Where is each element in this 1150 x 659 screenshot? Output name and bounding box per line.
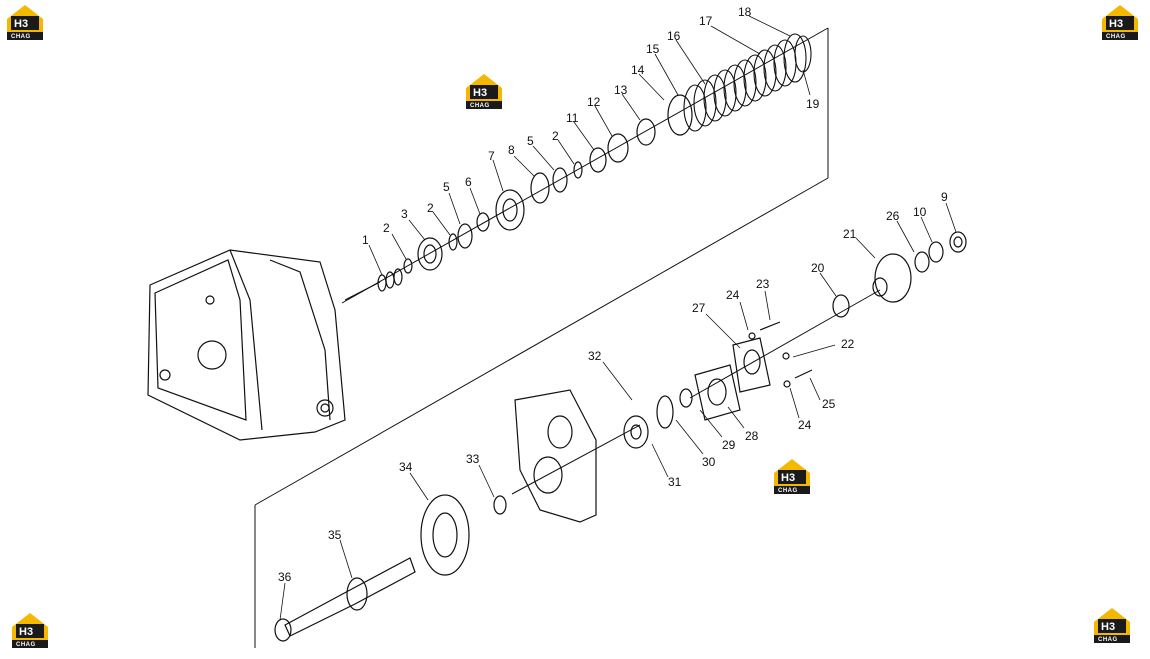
part-label: 1 — [362, 233, 369, 247]
part-label: 2 — [383, 221, 390, 235]
part-label: 24 — [726, 288, 740, 302]
part-label: 26 — [886, 209, 900, 223]
part-label: 11 — [566, 111, 579, 125]
logo-subtext: CHAG — [11, 34, 31, 40]
part-label: 2 — [552, 129, 559, 143]
part-label: 36 — [278, 570, 292, 584]
logo-text: H3 — [781, 472, 795, 484]
part-label: 30 — [702, 455, 716, 469]
part-label: 14 — [631, 63, 645, 77]
part-label: 7 — [488, 149, 495, 163]
part-label: 32 — [588, 349, 602, 363]
logo-text: H3 — [14, 18, 28, 30]
watermark-logo-top-left: H3 CHAG — [7, 5, 43, 40]
part-label: 33 — [466, 452, 480, 466]
watermark-logo-bottom-left: H3 CHAG — [12, 613, 48, 648]
leader-lines — [279, 15, 957, 621]
part-label: 25 — [822, 397, 836, 411]
cover-plate — [514, 389, 597, 523]
part-label: 29 — [722, 438, 736, 452]
part-label: 20 — [811, 261, 825, 275]
logo-subtext: CHAG — [16, 642, 36, 648]
frame-lines — [254, 27, 881, 648]
part-label: 3 — [401, 207, 408, 221]
part-label: 9 — [941, 190, 948, 204]
logo-subtext: CHAG — [778, 488, 798, 494]
part-label: 34 — [399, 460, 413, 474]
transmission-housing — [147, 249, 346, 441]
part-label: 21 — [843, 227, 857, 241]
logo-text: H3 — [1109, 18, 1123, 30]
part-label: 17 — [699, 14, 713, 28]
watermark-logo-upper-center: H3 CHAG — [466, 74, 502, 109]
watermark-logo-top-right: H3 CHAG — [1102, 5, 1138, 40]
output-flange-parts — [623, 231, 967, 449]
part-label: 10 — [913, 205, 927, 219]
part-label: 5 — [443, 180, 450, 194]
lower-gear-shaft — [274, 494, 507, 642]
part-label: 35 — [328, 528, 342, 542]
part-label: 8 — [508, 143, 515, 157]
part-label: 13 — [614, 83, 628, 97]
part-number-labels: 1 2 3 2 5 6 7 8 5 2 11 12 13 14 15 16 17… — [278, 5, 948, 584]
watermark-logo-bottom-right: H3 CHAG — [1094, 608, 1130, 643]
logo-subtext: CHAG — [1098, 637, 1118, 643]
logo-text: H3 — [1101, 621, 1115, 633]
part-label: 18 — [738, 5, 752, 19]
part-label: 15 — [646, 42, 660, 56]
part-label: 31 — [668, 475, 682, 489]
part-label: 2 — [427, 201, 434, 215]
part-label: 22 — [841, 337, 855, 351]
logo-text: H3 — [19, 626, 33, 638]
part-label: 19 — [806, 97, 820, 111]
part-label: 16 — [667, 29, 681, 43]
part-label: 12 — [587, 95, 601, 109]
watermark-logo-middle-right: H3 CHAG — [774, 459, 810, 494]
logo-subtext: CHAG — [1106, 34, 1126, 40]
upper-shaft-parts — [377, 94, 693, 292]
part-label: 28 — [745, 429, 759, 443]
part-label: 27 — [692, 301, 706, 315]
part-label: 23 — [756, 277, 770, 291]
logo-subtext: CHAG — [470, 103, 490, 109]
logo-text: H3 — [473, 87, 487, 99]
part-label: 24 — [798, 418, 812, 432]
part-label: 6 — [465, 175, 472, 189]
clutch-disc-stack — [683, 33, 812, 132]
part-label: 5 — [527, 134, 534, 148]
